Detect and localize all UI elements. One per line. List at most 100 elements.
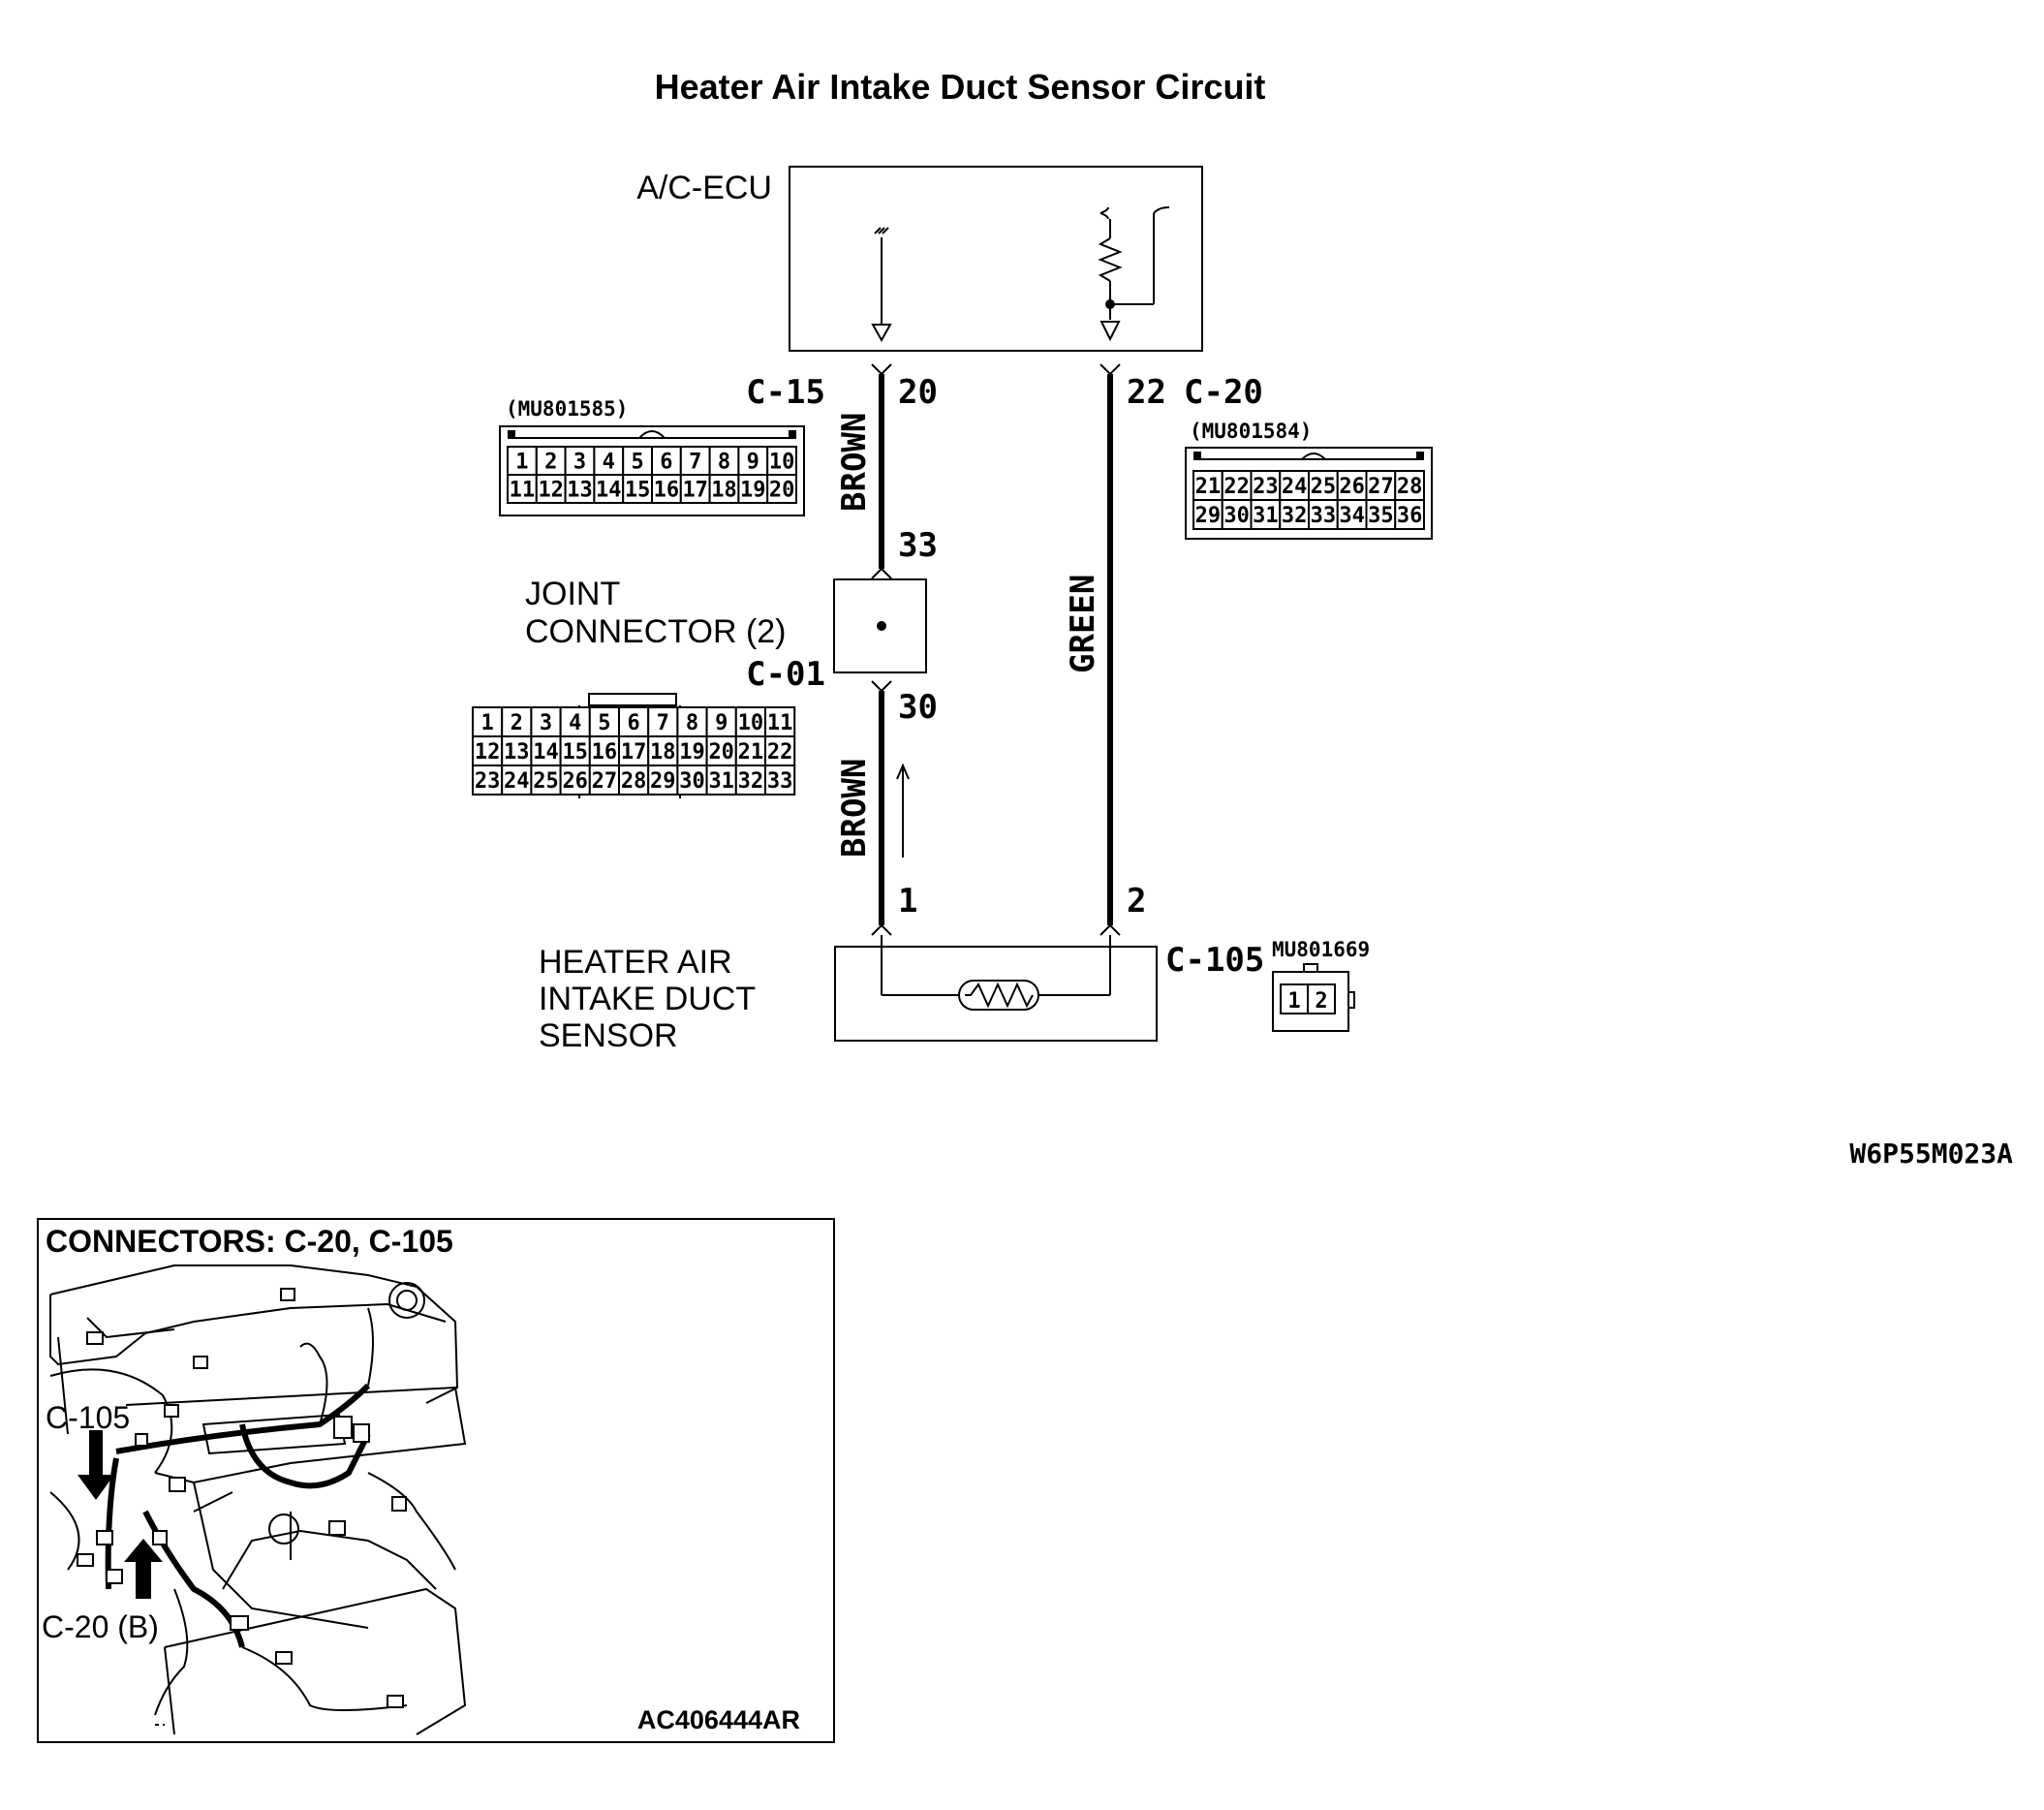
joint-pin-label: 6 (627, 711, 639, 735)
c15-pin-label: 11 (510, 479, 536, 503)
c20-pin-label: 30 (1223, 504, 1250, 528)
joint-pin-label: 5 (598, 711, 610, 735)
c20-pin-label: 29 (1195, 504, 1222, 528)
c15-pin-label: 10 (769, 451, 795, 475)
ecu-ground-symbol (871, 227, 892, 343)
joint-pin-label: 23 (475, 769, 501, 794)
joint-connector-box (833, 578, 927, 673)
joint-cell (647, 706, 679, 737)
c15-cell (622, 474, 654, 504)
diagram-title: Heater Air Intake Duct Sensor Circuit (655, 67, 1266, 107)
c20-cell (1394, 499, 1425, 530)
joint-cell (559, 765, 591, 796)
joint-label-line1: JOINT (525, 576, 620, 612)
sensor-label-line1: HEATER AIR (539, 944, 732, 981)
joint-pin-label: 17 (621, 740, 647, 765)
c15-cell (507, 474, 538, 504)
c15-pin-label: 9 (747, 451, 759, 475)
joint-pin-label: 13 (504, 740, 530, 765)
joint-cell (618, 765, 650, 796)
joint-pin-label: 21 (738, 740, 764, 765)
joint-pin-label: 10 (738, 711, 764, 735)
connector-c20-part: (MU801584) (1190, 420, 1312, 443)
joint-cell (705, 765, 737, 796)
wire-color-left-lower: BROWN (835, 759, 874, 858)
c105-pin-2: 2 (1315, 989, 1327, 1014)
joint-pin-label: 18 (650, 740, 676, 765)
joint-pin-label: 33 (767, 769, 793, 794)
c20-cell (1221, 499, 1253, 530)
c15-pin-label: 18 (711, 479, 737, 503)
joint-pin-label: 16 (592, 740, 618, 765)
c15-cell (651, 474, 682, 504)
callout-c105: C-105 (46, 1400, 130, 1435)
joint-pin-label: 4 (569, 711, 581, 735)
joint-label-line2: CONNECTOR (2) (525, 613, 787, 650)
c20-pin-label: 23 (1253, 475, 1279, 499)
c20-pin-label: 21 (1195, 475, 1222, 499)
location-image-id: AC406444AR (637, 1705, 800, 1734)
c105-pin-1: 1 (1287, 989, 1300, 1014)
joint-pin-label: 30 (679, 769, 705, 794)
c20-pin-label: 22 (1223, 475, 1250, 499)
c20-pin-label: 36 (1397, 504, 1423, 528)
joint-pin-label: 28 (621, 769, 647, 794)
joint-cell (734, 706, 766, 737)
wire-color-right: GREEN (1064, 575, 1102, 673)
c105-locator-arrow-icon (77, 1430, 114, 1500)
joint-cell (705, 735, 737, 766)
c15-pin-label: 17 (682, 479, 708, 503)
joint-pin-label: 8 (686, 711, 698, 735)
pin-sensor-2: 2 (1127, 882, 1146, 921)
c20-pin-label: 35 (1368, 504, 1394, 528)
c20-locator-arrow-icon (124, 1539, 163, 1599)
c15-pin-label: 5 (631, 451, 643, 475)
connector-c105-part: MU801669 (1272, 938, 1370, 961)
connector-c15-code: C-15 (746, 373, 825, 412)
c20-pin-label: 34 (1339, 504, 1365, 528)
connector-c15-part: (MU801585) (506, 397, 628, 421)
c15-pin-label: 6 (660, 451, 672, 475)
c15-pin-label: 12 (538, 479, 564, 503)
joint-splice-dot (877, 621, 886, 631)
c20-pin-label: 26 (1339, 475, 1365, 499)
c20-pin-label: 28 (1397, 475, 1423, 499)
c15-cell (708, 474, 740, 504)
joint-pin-label: 32 (738, 769, 764, 794)
joint-pin-label: 12 (475, 740, 501, 765)
c15-pin-label: 20 (769, 479, 795, 503)
thermistor-icon (881, 935, 1111, 1011)
c15-cell (737, 446, 769, 476)
joint-pin-label: 14 (533, 740, 559, 765)
wire-left (871, 363, 892, 936)
joint-cell (764, 765, 796, 796)
wire-right (1099, 363, 1121, 936)
c15-cell (622, 446, 654, 476)
joint-pin-label: 9 (715, 711, 728, 735)
c15-pin-label: 7 (689, 451, 701, 475)
c15-pin-label: 3 (573, 451, 586, 475)
joint-pin-label: 22 (767, 740, 793, 765)
joint-pin-label: 7 (657, 711, 669, 735)
c20-pin-label: 24 (1282, 475, 1308, 499)
c20-pin-label: 32 (1282, 504, 1308, 528)
joint-pin-label: 2 (511, 711, 523, 735)
pin-c20-22: 22 (1127, 373, 1166, 412)
c15-cell (737, 474, 769, 504)
c20-pin-label: 25 (1311, 475, 1337, 499)
location-box-title: CONNECTORS: C-20, C-105 (46, 1224, 453, 1259)
dashboard-illustration (49, 1264, 467, 1735)
joint-pin-label: 11 (767, 711, 793, 735)
c15-pin-label: 19 (740, 479, 766, 503)
c15-cell (766, 474, 798, 504)
sensor-box (834, 946, 1158, 1042)
c15-pin-label: 8 (718, 451, 730, 475)
connector-c105-face: 1 2 (1272, 963, 1355, 1032)
joint-pin-label: 19 (679, 740, 705, 765)
c20-pin-label: 33 (1311, 504, 1337, 528)
joint-cell (588, 706, 620, 737)
c20-cell (1336, 470, 1368, 501)
joint-pin-label: 27 (592, 769, 618, 794)
